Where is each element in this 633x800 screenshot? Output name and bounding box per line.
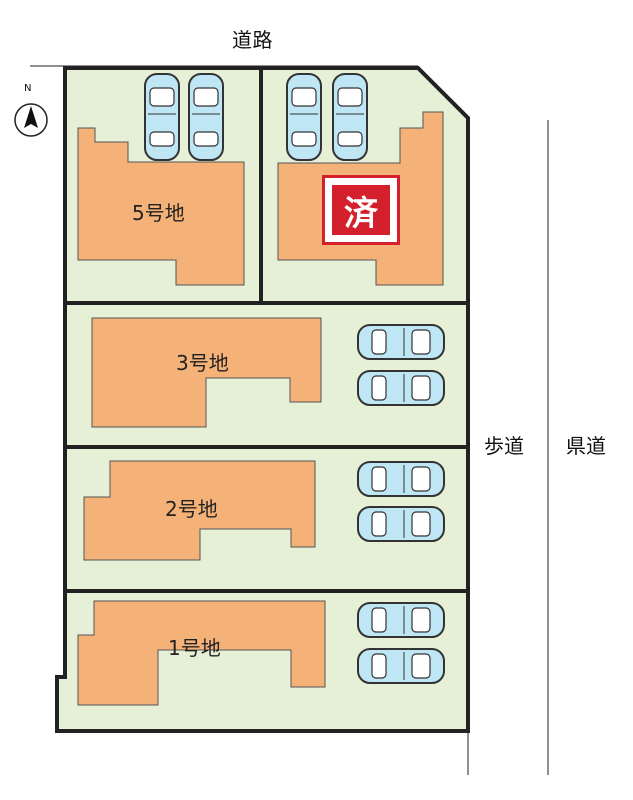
house-lot-1 (77, 600, 326, 706)
parking-car-icon (357, 324, 445, 360)
house-lot-2 (83, 460, 316, 561)
parking-car-icon (357, 370, 445, 406)
lot-1-label: 1号地 (168, 636, 221, 660)
parking-car-icon (357, 506, 445, 542)
parking-car-icon (188, 73, 224, 161)
parking-car-icon (357, 648, 445, 684)
road-label: 道路 (232, 28, 273, 52)
lot-5-label: 5号地 (132, 201, 185, 225)
parking-car-icon (144, 73, 180, 161)
sold-badge: 済 (322, 175, 400, 245)
lot-3-label: 3号地 (176, 351, 229, 375)
parking-car-icon (332, 73, 368, 161)
parking-car-icon (357, 461, 445, 497)
parking-car-icon (286, 73, 322, 161)
house-lot-5 (77, 127, 245, 286)
parking-car-icon (357, 602, 445, 638)
prefectural-road-label: 県道 (566, 434, 606, 458)
compass-label: N (24, 83, 32, 94)
house-lot-3 (91, 317, 322, 428)
sidewalk-label: 歩道 (484, 434, 524, 458)
compass-icon (14, 103, 48, 137)
sold-badge-text: 済 (332, 185, 390, 235)
lot-2-label: 2号地 (165, 497, 218, 521)
